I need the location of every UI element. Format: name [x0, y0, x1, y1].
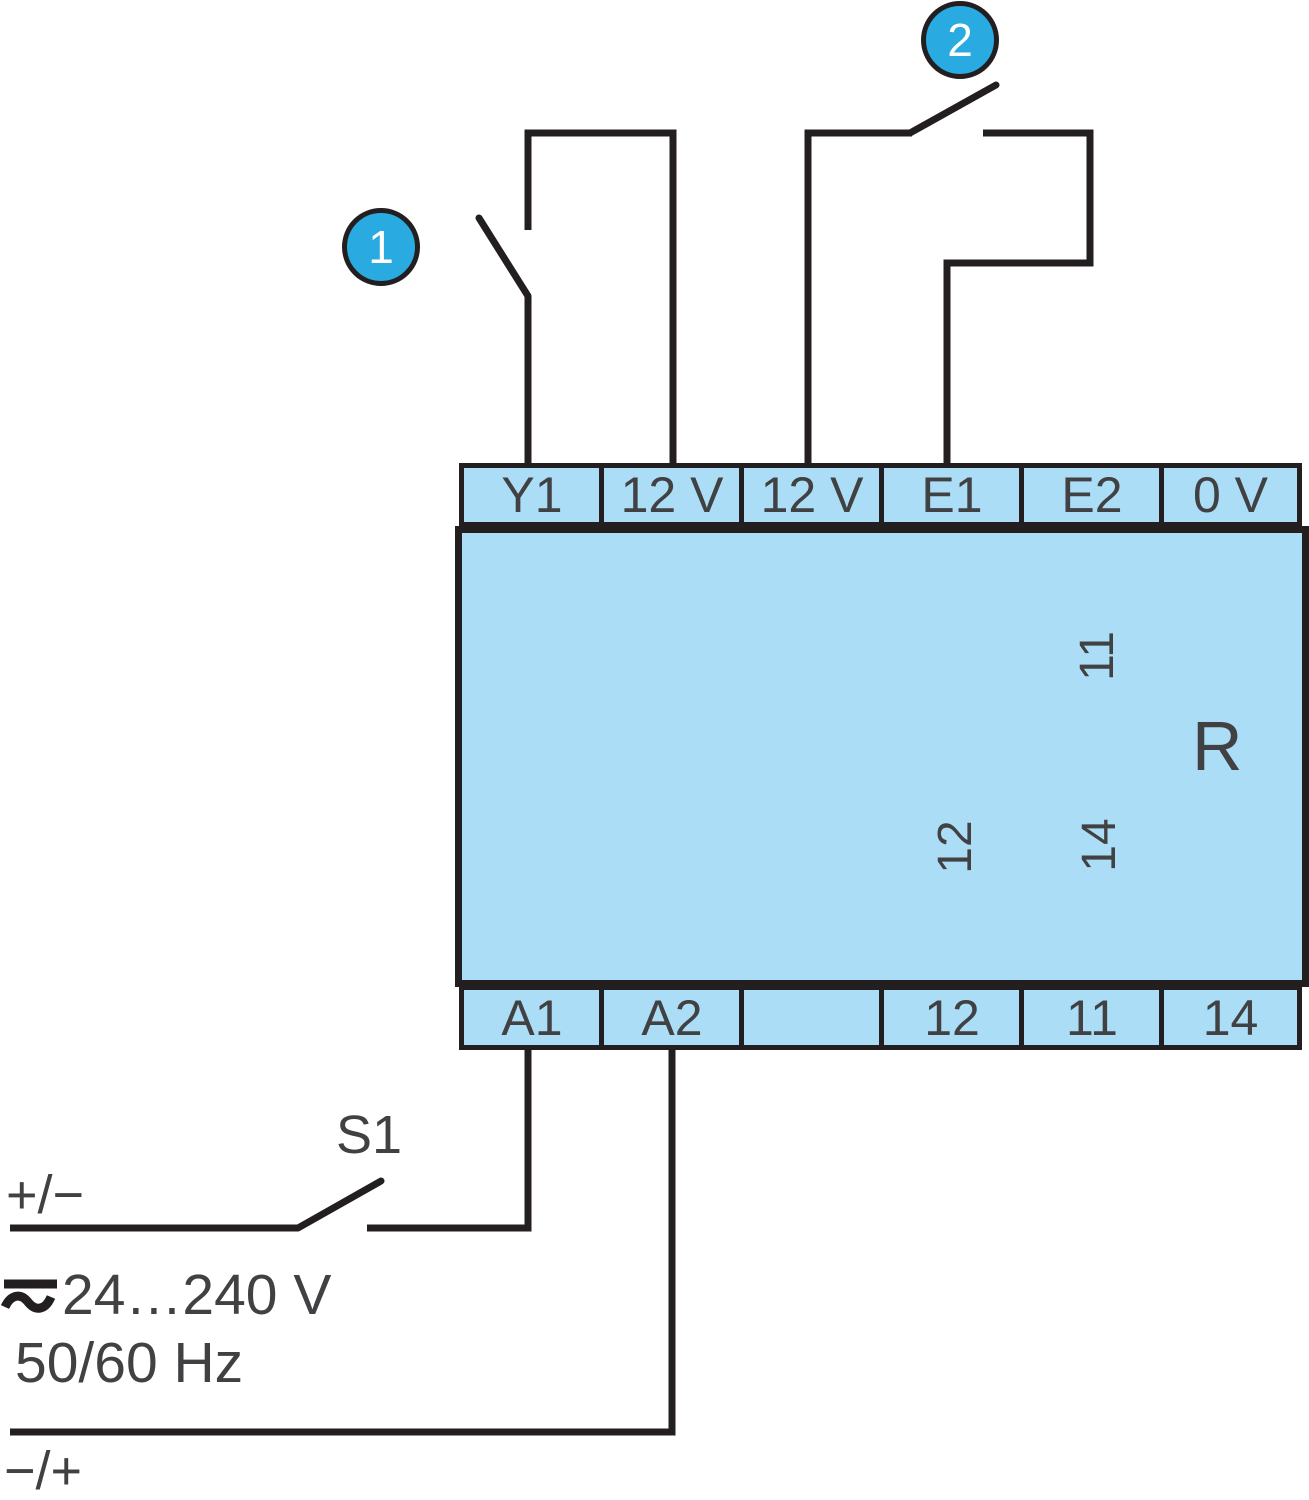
callout-1-badge: 1 — [342, 208, 420, 286]
callout-2-badge: 2 — [921, 1, 999, 79]
terminal-12v-right: 12 V — [739, 463, 885, 527]
voltage-range-label: 24…240 V — [62, 1263, 332, 1327]
terminal-12: 12 — [879, 985, 1025, 1050]
terminal-y1: Y1 — [459, 463, 605, 527]
terminal-blank — [739, 985, 885, 1050]
contact-label-11: 11 — [1071, 631, 1124, 681]
terminal-12v-left: 12 V — [599, 463, 745, 527]
wire-switch2-right — [943, 129, 1094, 468]
s1-blade — [294, 1177, 385, 1232]
return-polarity-label: −/+ — [4, 1441, 83, 1500]
terminal-e1: E1 — [879, 463, 1025, 527]
switch1-blade — [475, 214, 532, 300]
wire-s1-to-a1 — [367, 1046, 532, 1232]
wire-a2-return — [10, 1046, 676, 1436]
terminal-0v: 0 V — [1159, 463, 1302, 527]
contact-label-12: 12 — [929, 820, 982, 874]
relay-body — [455, 526, 1309, 987]
terminal-14: 14 — [1159, 985, 1302, 1050]
frequency-label: 50/60 Hz — [15, 1331, 244, 1395]
s1-switch-label: S1 — [336, 1105, 403, 1165]
ac-dc-tilde — [0, 1291, 56, 1313]
wire-switch2-left — [804, 129, 912, 468]
terminal-e2: E2 — [1019, 463, 1165, 527]
ac-dc-symbol — [0, 1279, 57, 1313]
wire-switch1-loop — [524, 129, 677, 468]
terminal-11: 11 — [1019, 985, 1165, 1050]
relay-letter: R — [1192, 707, 1243, 785]
terminal-a2: A2 — [599, 985, 745, 1050]
input-polarity-label: +/− — [6, 1165, 85, 1225]
contact-label-14: 14 — [1073, 818, 1126, 872]
switch2-blade — [906, 81, 1000, 137]
terminal-a1: A1 — [459, 985, 605, 1050]
